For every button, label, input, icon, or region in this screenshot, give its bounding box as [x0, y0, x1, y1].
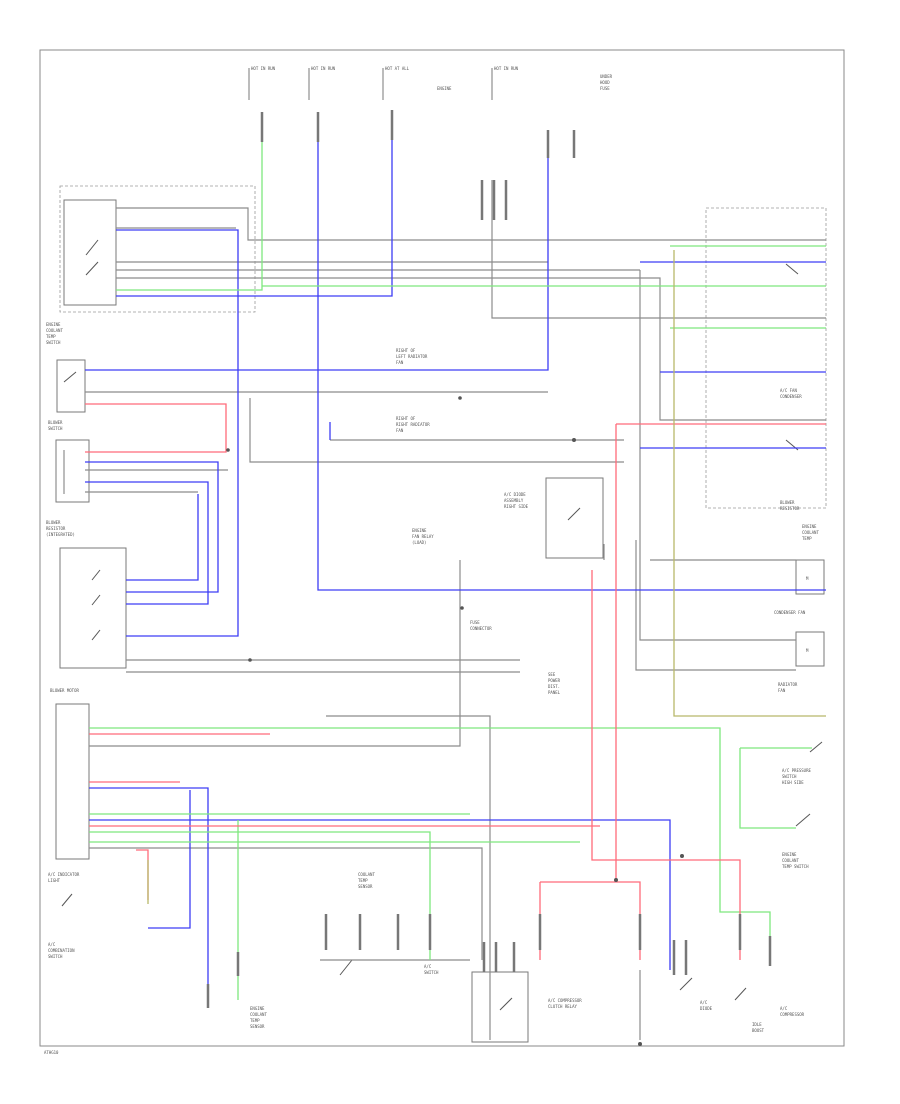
svg-text:SWITCH: SWITCH: [424, 970, 439, 975]
svg-text:DIODE: DIODE: [700, 1006, 713, 1011]
diagram-frame: [39, 49, 845, 1047]
svg-text:HIGH SIDE: HIGH SIDE: [782, 780, 804, 785]
svg-text:ENGINE: ENGINE: [782, 852, 797, 857]
green-wires: [89, 112, 826, 1000]
engine-fan-switch: ENGINE COOLANT TEMP SWITCH: [46, 322, 86, 413]
illumination-box: BLOWER SWITCH: [48, 420, 90, 503]
svg-text:CONDENSER: CONDENSER: [780, 394, 802, 399]
svg-text:COMBINATION: COMBINATION: [48, 948, 75, 953]
left-top-connector: [59, 185, 256, 313]
fan-relay-box: A/C DIODE ASSEMBLY RIGHT SIDE: [504, 477, 604, 559]
svg-text:IDLE: IDLE: [752, 1022, 762, 1027]
svg-text:A/C PRESSURE: A/C PRESSURE: [782, 768, 811, 773]
svg-text:COOLANT: COOLANT: [46, 328, 63, 333]
ac-switch-block: BLOWER MOTOR A/C INDICATOR LIGHT A/C COM…: [48, 688, 90, 959]
svg-text:SWITCH: SWITCH: [782, 774, 797, 779]
svg-text:RESISTOR: RESISTOR: [46, 526, 66, 531]
svg-text:BOOST: BOOST: [752, 1028, 765, 1033]
svg-text:FAN: FAN: [396, 360, 404, 365]
svg-text:A/C: A/C: [424, 964, 432, 969]
svg-text:HOOD: HOOD: [600, 80, 610, 85]
svg-text:CONDENSER FAN: CONDENSER FAN: [774, 610, 806, 615]
svg-text:A/C FAN: A/C FAN: [780, 388, 797, 393]
svg-text:TEMP SWITCH: TEMP SWITCH: [782, 864, 809, 869]
svg-text:FUSE: FUSE: [600, 86, 610, 91]
svg-text:A/C: A/C: [780, 1006, 788, 1011]
olive-wires: [147, 250, 826, 904]
svg-text:FAN: FAN: [778, 688, 786, 693]
svg-text:COOLANT: COOLANT: [782, 858, 799, 863]
svg-text:ENGINE: ENGINE: [46, 322, 61, 327]
svg-text:SENSOR: SENSOR: [250, 1024, 265, 1029]
svg-text:M: M: [806, 648, 809, 653]
svg-text:A/C: A/C: [700, 1000, 708, 1005]
svg-text:CONNECTOR: CONNECTOR: [470, 626, 492, 631]
svg-text:COOLANT: COOLANT: [358, 872, 375, 877]
svg-text:ASSEMBLY: ASSEMBLY: [504, 498, 524, 503]
svg-text:HOT AT ALL: HOT AT ALL: [385, 66, 410, 71]
gray-wires: [85, 180, 826, 1040]
center-components: RIGHT OF LEFT RADIATOR FAN RIGHT OF RIGH…: [396, 348, 561, 695]
svg-text:A/C INDICATOR: A/C INDICATOR: [48, 872, 80, 877]
svg-text:HOT IN RUN: HOT IN RUN: [311, 66, 336, 71]
svg-text:ENGINE: ENGINE: [412, 528, 427, 533]
svg-text:CLUTCH RELAY: CLUTCH RELAY: [548, 1004, 577, 1009]
svg-text:BLOWER: BLOWER: [46, 520, 61, 525]
svg-text:TEMP: TEMP: [250, 1018, 260, 1023]
blower-switch: BLOWER RESISTOR (INTEGRATED): [46, 520, 127, 669]
svg-text:COOLANT: COOLANT: [250, 1012, 267, 1017]
svg-text:A/C DIODE: A/C DIODE: [504, 492, 526, 497]
svg-text:RIGHT OF: RIGHT OF: [396, 348, 416, 353]
red-wires: [85, 403, 826, 960]
svg-text:(LOAD): (LOAD): [412, 540, 426, 545]
svg-text:ENGINE: ENGINE: [437, 86, 452, 91]
svg-text:RIGHT SIDE: RIGHT SIDE: [504, 504, 529, 509]
bottom-components: COOLANT TEMP SENSOR A/C SWITCH A/C COMPR…: [250, 872, 805, 1043]
svg-text:A/C COMPRESSOR: A/C COMPRESSOR: [548, 998, 582, 1003]
svg-text:RIGHT OF: RIGHT OF: [396, 416, 416, 421]
svg-text:A/C: A/C: [48, 942, 56, 947]
svg-text:FAN RELAY: FAN RELAY: [412, 534, 434, 539]
svg-text:SWITCH: SWITCH: [48, 954, 63, 959]
svg-text:BLOWER MOTOR: BLOWER MOTOR: [50, 688, 79, 693]
svg-text:RESISTOR: RESISTOR: [780, 506, 800, 511]
svg-text:BLOWER: BLOWER: [780, 500, 795, 505]
svg-text:UNDER: UNDER: [600, 74, 613, 79]
svg-text:SENSOR: SENSOR: [358, 884, 373, 889]
svg-text:LEFT RADIATOR: LEFT RADIATOR: [396, 354, 428, 359]
svg-text:ENGINE: ENGINE: [250, 1006, 265, 1011]
svg-text:HOT IN RUN: HOT IN RUN: [494, 66, 519, 71]
svg-text:SWITCH: SWITCH: [48, 426, 63, 431]
svg-text:RIGHT RADIATOR: RIGHT RADIATOR: [396, 422, 430, 427]
svg-text:SEE: SEE: [548, 672, 556, 677]
svg-text:FAN: FAN: [396, 428, 404, 433]
connector-stubs: [206, 110, 772, 1008]
svg-text:TEMP: TEMP: [46, 334, 56, 339]
svg-text:LIGHT: LIGHT: [48, 878, 61, 883]
svg-text:COOLANT: COOLANT: [802, 530, 819, 535]
top-power-sources: HOT IN RUN HOT IN RUN HOT AT ALL HOT IN …: [248, 66, 613, 100]
svg-text:PANEL: PANEL: [548, 690, 561, 695]
svg-text:TEMP: TEMP: [802, 536, 812, 541]
svg-text:SWITCH: SWITCH: [46, 340, 61, 345]
pressure-switches: A/C PRESSURE SWITCH HIGH SIDE ENGINE COO…: [782, 741, 823, 869]
svg-text:(INTEGRATED): (INTEGRATED): [46, 532, 75, 537]
blue-wires: [85, 110, 826, 1000]
svg-text:COMPRESSOR: COMPRESSOR: [780, 1012, 805, 1017]
footer-code: ATHG10: [44, 1050, 59, 1055]
right-fan-motors: ENGINE COOLANT TEMP M CONDENSER FAN M RA…: [774, 524, 825, 693]
svg-text:TEMP: TEMP: [358, 878, 368, 883]
svg-text:DIST.: DIST.: [548, 684, 560, 689]
svg-text:RADIATOR: RADIATOR: [778, 682, 798, 687]
svg-text:M: M: [806, 576, 809, 581]
svg-text:FUSE: FUSE: [470, 620, 480, 625]
svg-text:POWER: POWER: [548, 678, 561, 683]
svg-text:BLOWER: BLOWER: [48, 420, 63, 425]
svg-text:HOT IN RUN: HOT IN RUN: [251, 66, 276, 71]
right-relay-block: A/C FAN CONDENSER BLOWER RESISTOR: [705, 207, 827, 511]
splice-dots: [226, 396, 684, 1046]
svg-text:ENGINE: ENGINE: [802, 524, 817, 529]
